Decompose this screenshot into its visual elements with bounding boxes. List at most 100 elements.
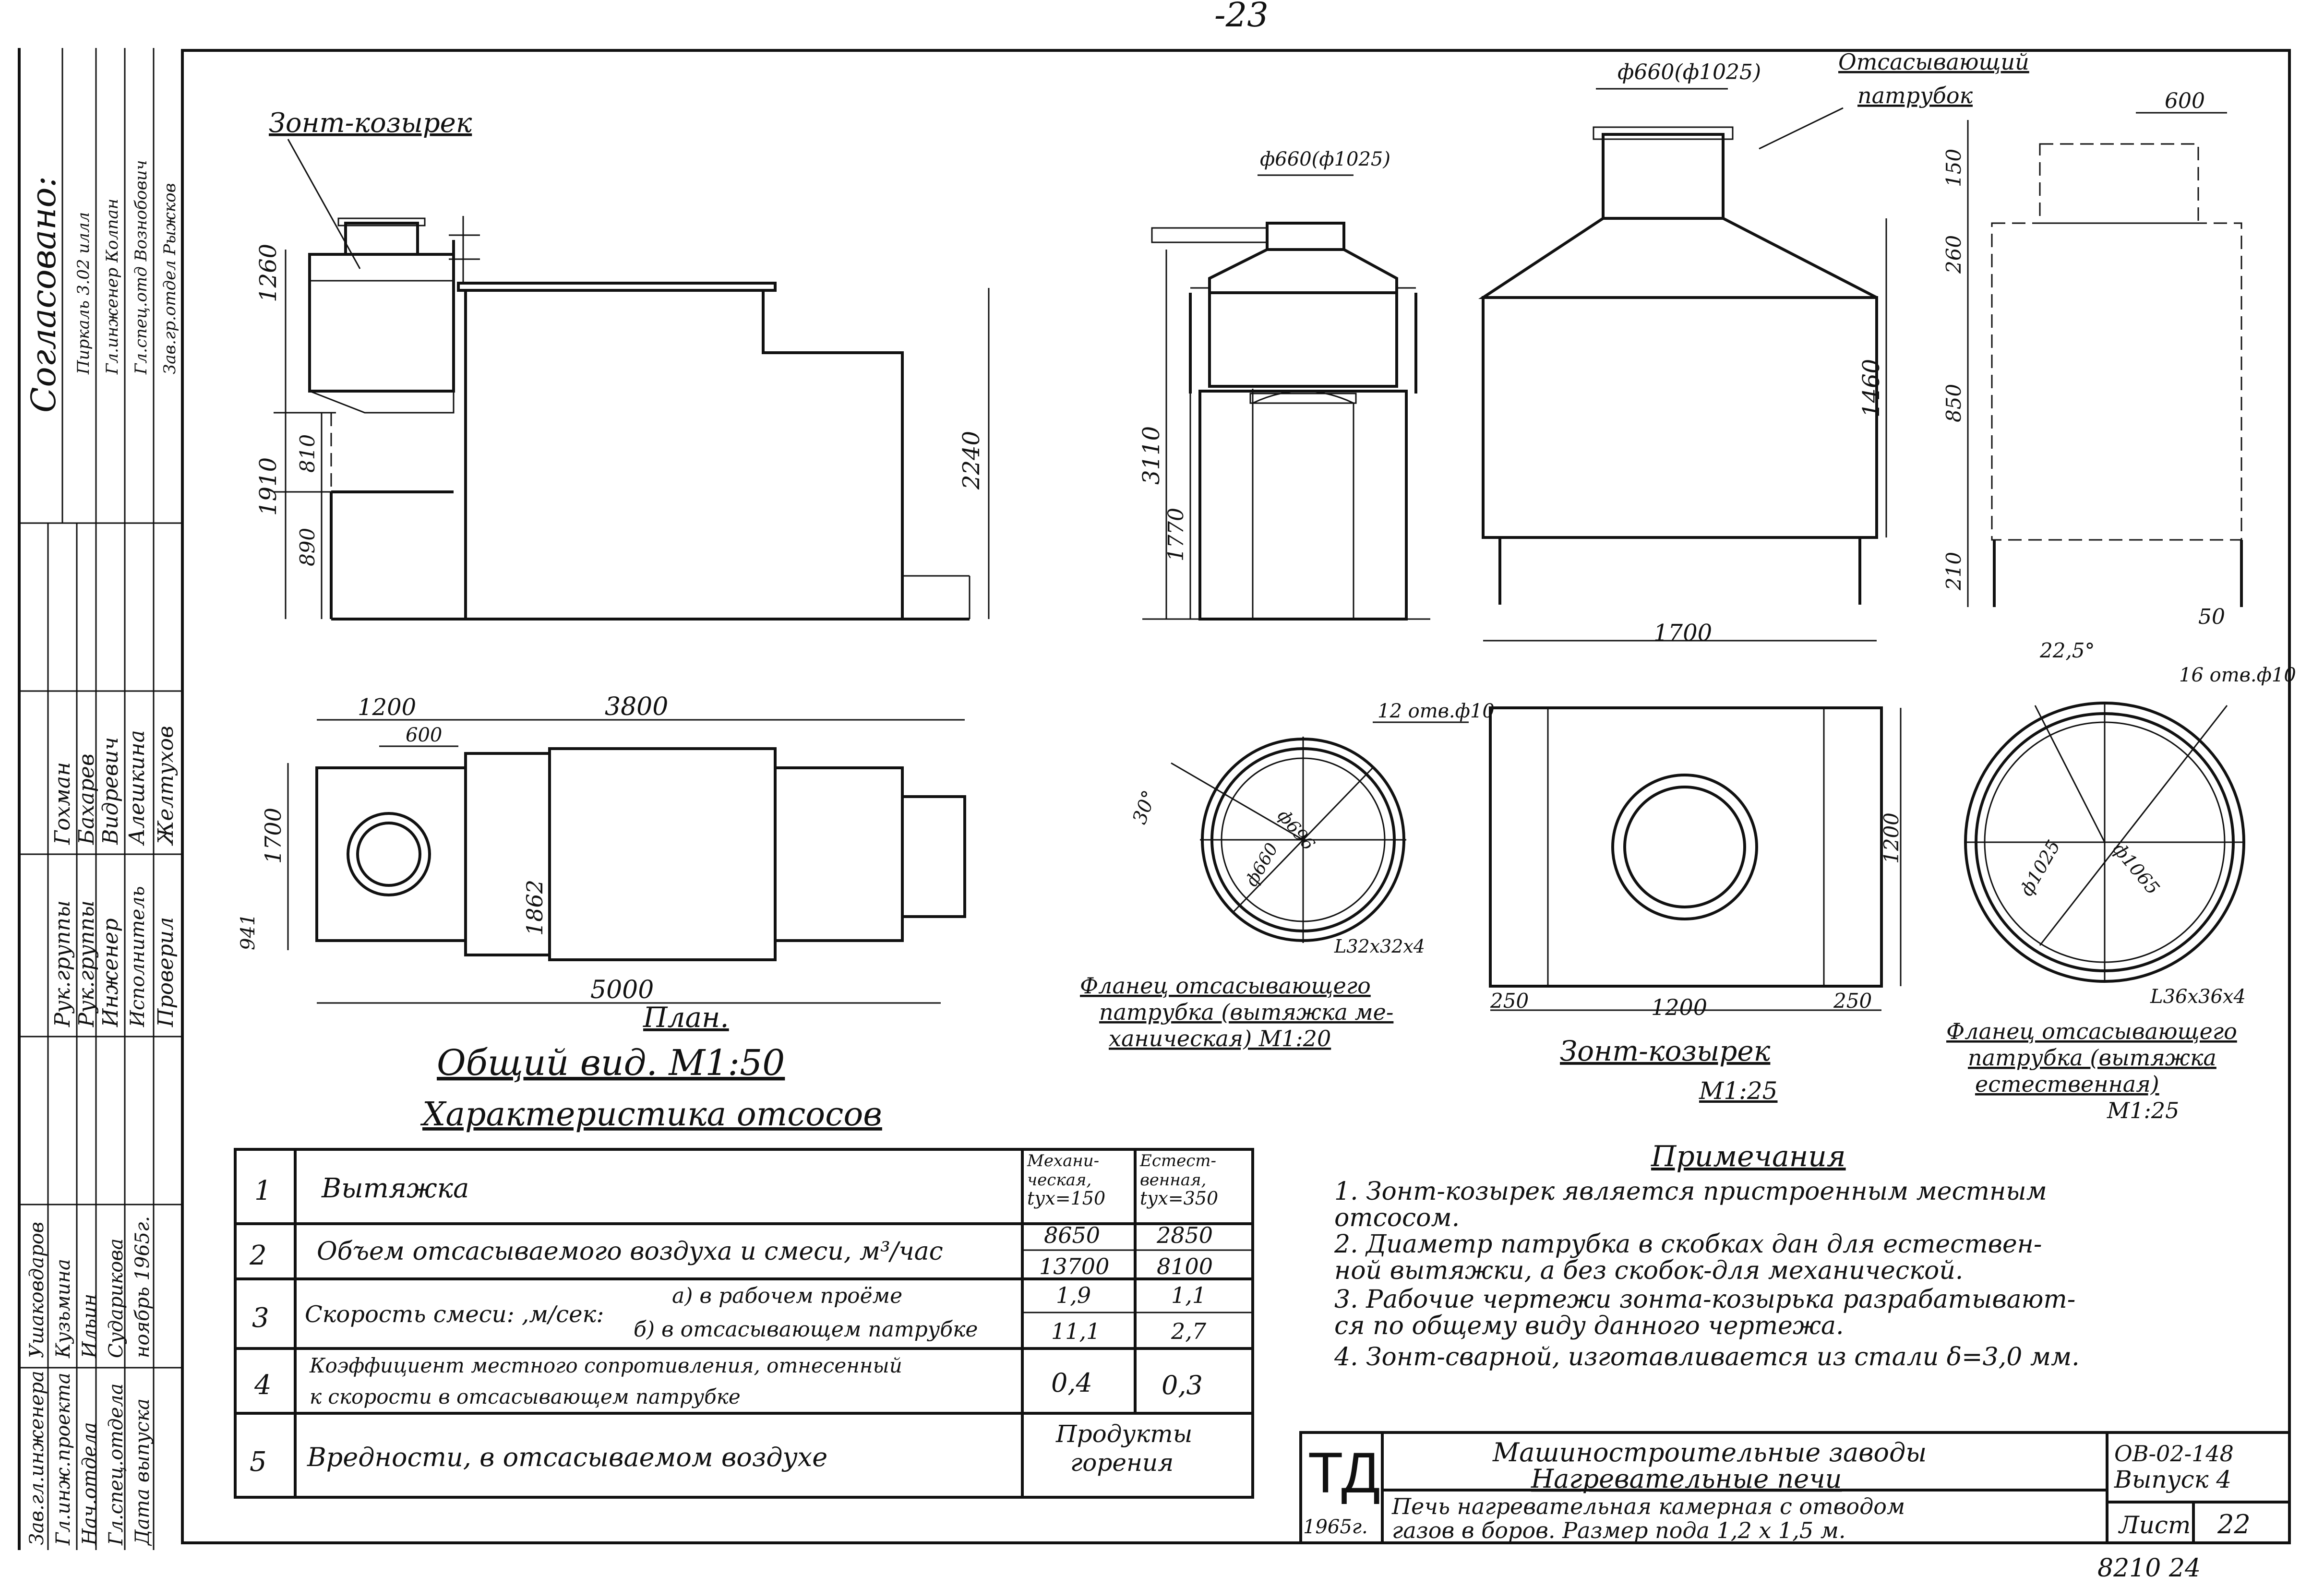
svg-text:Естест-: Естест- bbox=[1139, 1151, 1216, 1170]
svg-text:Кузьмина: Кузьмина bbox=[52, 1259, 74, 1359]
svg-text:ОВ-02-148: ОВ-02-148 bbox=[2114, 1441, 2234, 1467]
svg-text:Вредности, в отсасываемом возд: Вредности, в отсасываемом воздухе bbox=[307, 1442, 827, 1472]
svg-text:150: 150 bbox=[1942, 149, 1965, 187]
svg-text:Скорость смеси: ,м/сек:: Скорость смеси: ,м/сек: bbox=[305, 1301, 604, 1328]
front-view: Зонт-козырек 1260 1910 810 890 2240 bbox=[255, 107, 990, 620]
svg-text:Инженер: Инженер bbox=[98, 918, 123, 1027]
svg-text:Отсасывающий: Отсасывающий bbox=[1838, 49, 2029, 75]
svg-text:Гохман: Гохман bbox=[50, 762, 75, 845]
svg-text:ся по общему виду данного черт: ся по общему виду данного чертежа. bbox=[1334, 1312, 1844, 1340]
svg-text:3. Рабочие чертежи зонта-козыр: 3. Рабочие чертежи зонта-козырька разраб… bbox=[1334, 1285, 2075, 1314]
svg-text:Гл.спец.отд Вознобович: Гл.спец.отд Вознобович bbox=[132, 160, 151, 375]
svg-text:б) в отсасывающем патрубке: б) в отсасывающем патрубке bbox=[634, 1317, 978, 1342]
notes-title: Примечания bbox=[1651, 1140, 1846, 1173]
svg-text:22: 22 bbox=[2217, 1509, 2251, 1539]
svg-text:Пиркаль 3.02 иллл: Пиркаль 3.02 иллл bbox=[74, 212, 93, 375]
svg-text:1200: 1200 bbox=[1651, 994, 1707, 1020]
svg-text:13700: 13700 bbox=[1039, 1253, 1109, 1279]
svg-text:ф660: ф660 bbox=[1242, 840, 1282, 890]
svg-text:Нагревательные печи: Нагревательные печи bbox=[1531, 1464, 1842, 1494]
svg-text:Ильин: Ильин bbox=[79, 1294, 101, 1359]
svg-text:260: 260 bbox=[1942, 235, 1965, 274]
svg-text:1200: 1200 bbox=[1880, 812, 1903, 864]
svg-text:210: 210 bbox=[1942, 552, 1965, 591]
svg-text:Зав.гл.инженера: Зав.гл.инженера bbox=[26, 1371, 48, 1545]
svg-text:Бахарев: Бахарев bbox=[74, 754, 99, 845]
svg-text:Коэффициент местного сопротивл: Коэффициент местного сопротивления, отне… bbox=[309, 1354, 902, 1377]
svg-text:810: 810 bbox=[296, 434, 319, 473]
svg-text:Зонт-козырек: Зонт-козырек bbox=[1560, 1035, 1771, 1067]
svg-text:Фланец отсасывающего: Фланец отсасывающего bbox=[1946, 1018, 2237, 1044]
notes: Примечания 1. Зонт-козырек является прис… bbox=[1334, 1140, 2080, 1372]
svg-text:патрубка (вытяжка ме-: патрубка (вытяжка ме- bbox=[1099, 999, 1393, 1025]
svg-text:ф1065: ф1065 bbox=[2108, 839, 2164, 899]
svg-text:tух=350: tух=350 bbox=[1140, 1188, 1218, 1209]
svg-text:Объем отсасываемого воздуха и: Объем отсасываемого воздуха и смеси, м³/… bbox=[317, 1237, 943, 1266]
side-view: ф660(ф1025) 3110 1770 bbox=[1138, 148, 1430, 620]
svg-text:Ушаковдаров: Ушаковдаров bbox=[26, 1222, 48, 1358]
svg-text:1260: 1260 bbox=[255, 244, 282, 302]
svg-text:50: 50 bbox=[2198, 605, 2225, 629]
svg-text:941: 941 bbox=[237, 914, 259, 950]
hood-plan: 1200 250 1200 250 Зонт-козырек М1:25 bbox=[1489, 706, 1903, 1105]
svg-text:1965г.: 1965г. bbox=[1303, 1516, 1368, 1538]
svg-text:Механи-: Механи- bbox=[1027, 1151, 1099, 1170]
svg-text:ф1025: ф1025 bbox=[2016, 836, 2064, 900]
svg-text:ноябрь 1965г.: ноябрь 1965г. bbox=[132, 1216, 154, 1358]
svg-text:патрубок: патрубок bbox=[1857, 83, 1973, 108]
table-row: 1 bbox=[254, 1175, 272, 1206]
hood-title: Зонт-козырек bbox=[269, 107, 472, 139]
svg-text:Гл.инженер Колпан: Гл.инженер Колпан bbox=[103, 199, 122, 375]
svg-text:1. Зонт-козырек является прист: 1. Зонт-козырек является пристроенным ме… bbox=[1334, 1177, 2047, 1206]
svg-text:1910: 1910 bbox=[255, 457, 282, 516]
svg-text:Вытяжка: Вытяжка bbox=[321, 1173, 469, 1204]
flange-mechanical: 12 отв.ф10 30° ф696 ф660 L32х32х4 Фланец… bbox=[1080, 700, 1495, 1051]
svg-text:8100: 8100 bbox=[1157, 1253, 1213, 1279]
general-view-title: Общий вид. М1:50 bbox=[437, 1042, 785, 1084]
svg-text:22,5°: 22,5° bbox=[2039, 639, 2095, 662]
svg-text:Дата выпуска: Дата выпуска bbox=[132, 1398, 154, 1546]
svg-text:венная,: венная, bbox=[1140, 1170, 1206, 1190]
svg-text:1700: 1700 bbox=[260, 808, 286, 864]
svg-text:Желтухов: Желтухов bbox=[154, 726, 178, 846]
svg-text:1,1: 1,1 bbox=[1171, 1282, 1206, 1308]
svg-text:Продукты: Продукты bbox=[1055, 1420, 1192, 1448]
svg-text:600: 600 bbox=[2165, 89, 2205, 113]
svg-text:Зав.гр.отдел Рыжков: Зав.гр.отдел Рыжков bbox=[160, 183, 180, 374]
svg-text:Гл.инж.проекта: Гл.инж.проекта bbox=[52, 1372, 74, 1546]
svg-text:1770: 1770 bbox=[1164, 508, 1188, 561]
svg-text:Рук.группы: Рук.группы bbox=[50, 900, 75, 1027]
svg-text:0,4: 0,4 bbox=[1051, 1368, 1092, 1398]
svg-text:2240: 2240 bbox=[958, 431, 985, 490]
svg-text:890: 890 bbox=[296, 528, 319, 566]
svg-text:а) в рабочем проёме: а) в рабочем проёме bbox=[672, 1284, 902, 1308]
svg-text:1,9: 1,9 bbox=[1056, 1282, 1091, 1308]
svg-text:к скорости в отсасывающем патр: к скорости в отсасывающем патрубке bbox=[310, 1385, 741, 1408]
approvals-block: Согласовано: Пиркаль 3.02 иллл Гл.инжене… bbox=[19, 48, 182, 1550]
agreed-label: Согласовано: bbox=[24, 176, 63, 413]
svg-text:2850: 2850 bbox=[1156, 1222, 1213, 1248]
svg-text:0,3: 0,3 bbox=[1162, 1370, 1203, 1400]
hood-front-view: ф660(ф1025) Отсасывающий патрубок 1460 1… bbox=[1478, 49, 2029, 646]
sheet-frame bbox=[181, 49, 2291, 1544]
svg-text:Печь нагревательная камерная с: Печь нагревательная камерная с отводом bbox=[1391, 1493, 1905, 1519]
svg-text:Исполнитель: Исполнитель bbox=[127, 886, 149, 1027]
page-number: -23 bbox=[1214, 0, 1269, 35]
svg-text:М1:25: М1:25 bbox=[2107, 1098, 2179, 1123]
svg-text:tух=150: tух=150 bbox=[1027, 1188, 1105, 1209]
svg-text:М1:25: М1:25 bbox=[1699, 1077, 1777, 1105]
svg-text:Сударикова: Сударикова bbox=[105, 1239, 127, 1358]
svg-text:Лист: Лист bbox=[2118, 1511, 2191, 1539]
table-title: Характеристика отсосов bbox=[420, 1096, 882, 1134]
svg-text:Фланец отсасывающего: Фланец отсасывающего bbox=[1080, 973, 1371, 999]
svg-text:естественная): естественная) bbox=[1975, 1071, 2159, 1097]
svg-text:отсосом.: отсосом. bbox=[1334, 1204, 1460, 1232]
svg-text:патрубка (вытяжка: патрубка (вытяжка bbox=[1968, 1045, 2216, 1071]
svg-text:горения: горения bbox=[1070, 1449, 1174, 1477]
svg-text:1862: 1862 bbox=[522, 880, 548, 936]
svg-text:1200: 1200 bbox=[358, 694, 416, 721]
svg-text:12 отв.ф10: 12 отв.ф10 bbox=[1378, 700, 1495, 722]
svg-text:Алешкина: Алешкина bbox=[125, 730, 149, 846]
svg-text:3: 3 bbox=[252, 1302, 269, 1334]
